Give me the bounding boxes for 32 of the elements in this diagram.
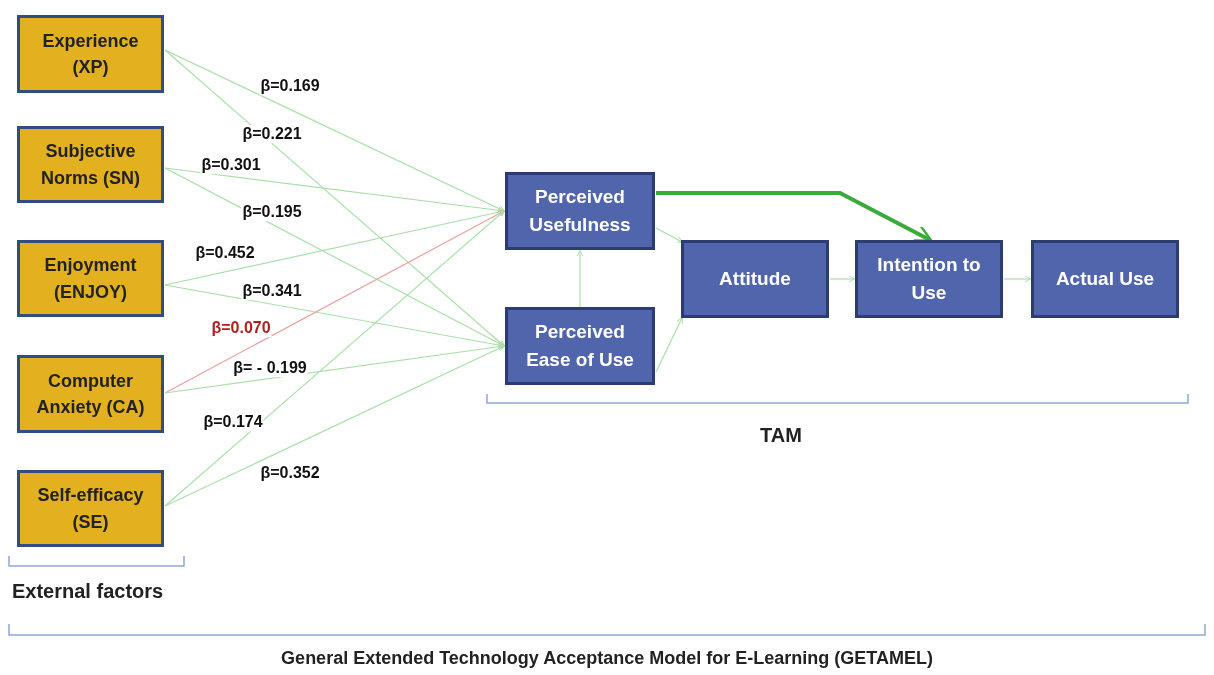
tam-construct-box: Attitude	[681, 240, 829, 318]
edge-label: β= - 0.199	[232, 359, 308, 377]
group-label: TAM	[760, 424, 802, 447]
arrow	[655, 227, 683, 243]
edge-label: β=0.301	[200, 156, 262, 174]
arrow	[164, 210, 505, 507]
arrow	[1003, 275, 1032, 283]
tam-construct-box: Perceived Usefulness	[505, 172, 655, 250]
external-factor-box: Computer Anxiety (CA)	[17, 355, 164, 433]
edge-label: β=0.352	[259, 464, 321, 482]
external-factor-box: Self-efficacy (SE)	[17, 470, 164, 547]
edge-label: β=0.174	[202, 413, 264, 431]
edge-label: β=0.169	[259, 77, 321, 95]
group-label: External factors	[12, 580, 164, 603]
tam-construct-box: Intention to Use	[855, 240, 1003, 318]
edge-label: β=0.195	[241, 203, 303, 221]
arrow	[655, 317, 683, 373]
diagram-caption: General Extended Technology Acceptance Model for E-Learning (GETAMEL)	[281, 648, 933, 669]
external-factor-box: Subjective Norms (SN)	[17, 126, 164, 203]
arrow	[829, 275, 856, 283]
arrow	[576, 249, 584, 308]
tam-construct-box: Perceived Ease of Use	[505, 307, 655, 385]
tam-construct-box: Actual Use	[1031, 240, 1179, 318]
arrow	[656, 191, 933, 242]
edge-label: β=0.221	[241, 125, 303, 143]
external-factor-box: Experience (XP)	[17, 15, 164, 93]
arrow	[164, 49, 505, 212]
edge-label: β=0.452	[194, 244, 256, 262]
external-factor-box: Enjoyment (ENJOY)	[17, 240, 164, 317]
edge-label: β=0.341	[241, 282, 303, 300]
edge-label: β=0.070	[210, 319, 272, 337]
arrow	[164, 345, 505, 507]
